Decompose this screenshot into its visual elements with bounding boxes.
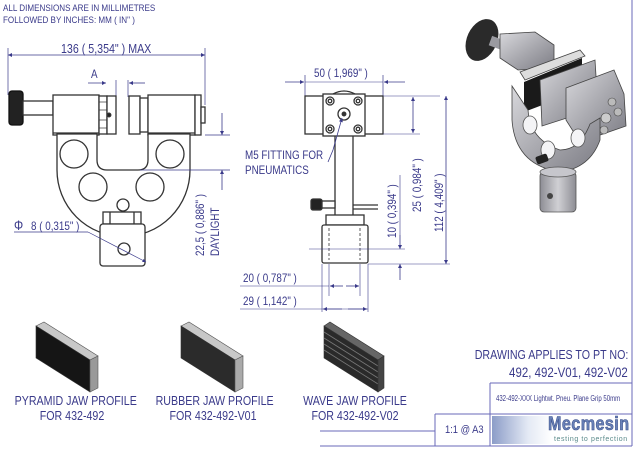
brand-logo-band bbox=[492, 416, 552, 444]
daylight-label: DAYLIGHT bbox=[208, 207, 222, 256]
jaw-profile-part: FOR 432-492-V01 bbox=[169, 408, 257, 423]
daylight-dim: 22,5 ( 0,886" ) bbox=[193, 193, 207, 256]
fitting-note-line1: M5 FITTING FOR bbox=[245, 148, 324, 162]
brand-tagline: testing to perfection bbox=[554, 436, 628, 443]
wave-jaw-image bbox=[323, 321, 385, 393]
pyramid-jaw-image bbox=[35, 321, 99, 393]
jaw-profile-name: PYRAMID JAW PROFILE bbox=[14, 393, 137, 408]
units-note-line2: FOLLOWED BY INCHES: MM ( IN" ) bbox=[3, 15, 135, 26]
dim-20: 20 ( 0,787" ) bbox=[243, 271, 297, 285]
front-view bbox=[7, 48, 230, 267]
side-view bbox=[240, 75, 450, 312]
dim-10: 10 ( 0,394" ) bbox=[385, 184, 399, 238]
isometric-view bbox=[465, 19, 627, 213]
drawing-description: 432-492-XXX Lightwt. Pneu. Plane Grip 50… bbox=[496, 394, 621, 403]
dim-112: 112 ( 4,409" ) bbox=[432, 173, 446, 232]
overall-width-dim: 136 ( 5,354" ) MAX bbox=[61, 41, 152, 56]
dim-25: 25 ( 0,984" ) bbox=[410, 158, 424, 212]
drawing-scale: 1:1 @ A3 bbox=[445, 424, 484, 436]
brand-logo: Mecmesin bbox=[548, 414, 630, 436]
jaw-profile-part: FOR 432-492 bbox=[39, 408, 105, 423]
title-block-frame bbox=[320, 0, 633, 447]
diameter-symbol: Φ bbox=[14, 217, 24, 233]
dim-29: 29 ( 1,142" ) bbox=[243, 294, 297, 308]
jaw-profile-name: RUBBER JAW PROFILE bbox=[155, 393, 274, 408]
pin-diameter-dim: 8 ( 0,315" ) bbox=[31, 219, 80, 233]
fitting-note-line2: PNEUMATICS bbox=[245, 163, 309, 177]
jaw-profile-part: FOR 432-492-V02 bbox=[311, 408, 399, 423]
jaw-profile-name: WAVE JAW PROFILE bbox=[303, 393, 407, 408]
jaw-profile-pyramid: PYRAMID JAW PROFILE FOR 432-492 bbox=[2, 393, 142, 423]
applies-to-line2: 492, 492-V01, 492-V02 bbox=[509, 364, 628, 380]
applies-to-line1: DRAWING APPLIES TO PT NO: bbox=[474, 347, 628, 362]
jaw-gap-label: A bbox=[91, 67, 98, 81]
units-note-line1: ALL DIMENSIONS ARE IN MILLIMETRES bbox=[3, 3, 156, 14]
jaw-profile-wave: WAVE JAW PROFILE FOR 432-492-V02 bbox=[285, 393, 425, 423]
rubber-jaw-image bbox=[180, 321, 244, 393]
width-50-dim: 50 ( 1,969" ) bbox=[314, 66, 368, 80]
jaw-profile-rubber: RUBBER JAW PROFILE FOR 432-492-V01 bbox=[143, 393, 283, 423]
